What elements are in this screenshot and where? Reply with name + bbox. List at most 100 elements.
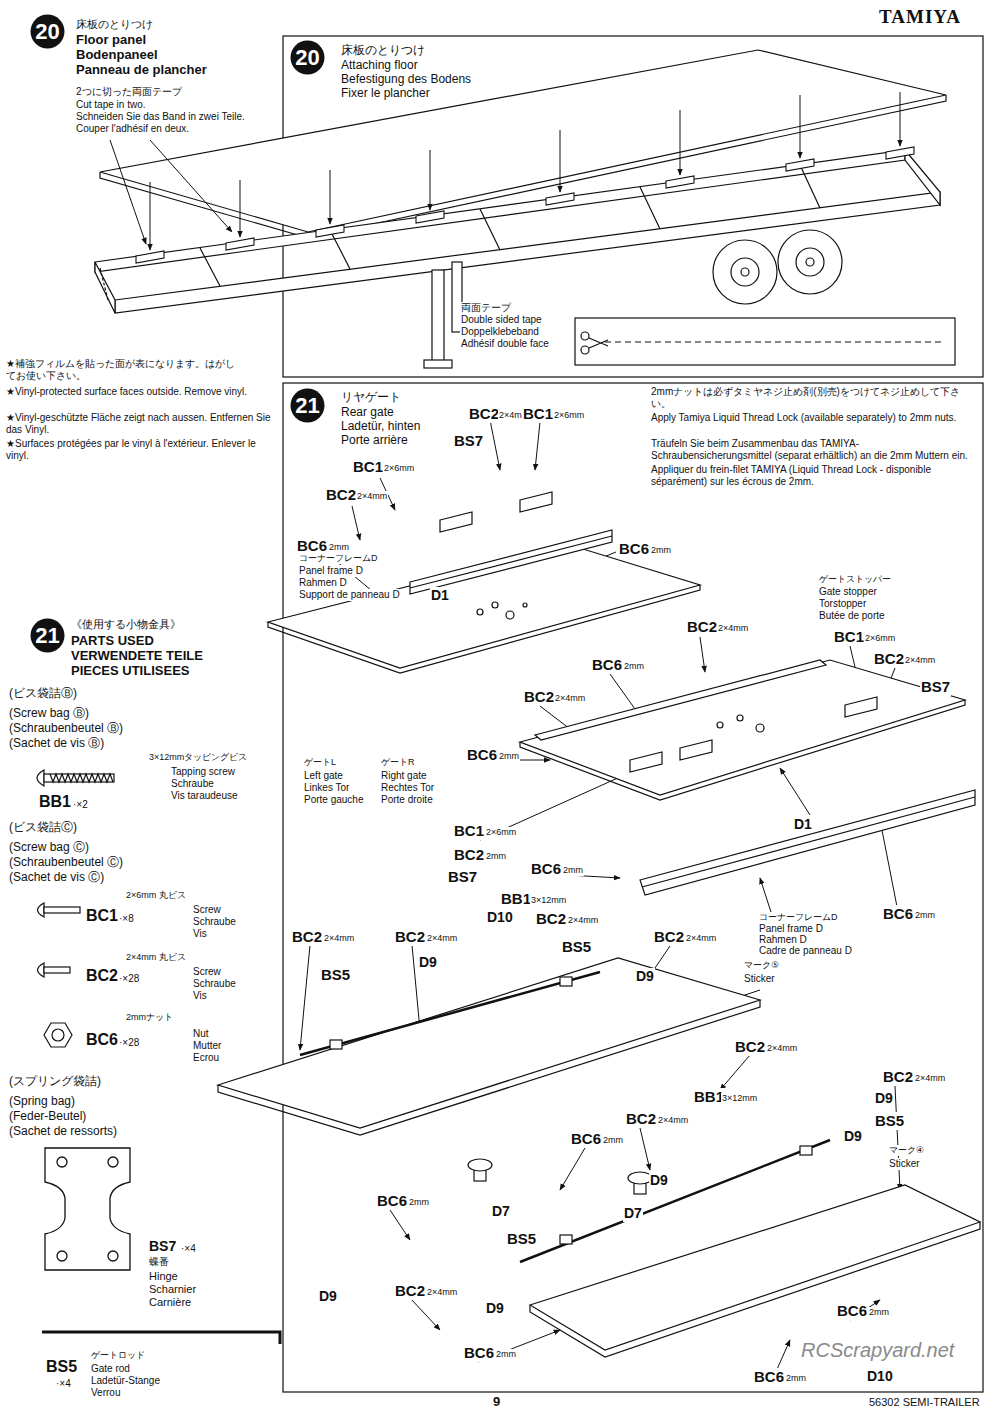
- annotation-text: Ladetür-Stange: [90, 1375, 161, 1387]
- hinge-part: [845, 697, 877, 717]
- part-code: BS7: [920, 678, 951, 696]
- part-code: D9: [418, 954, 438, 971]
- placement-arrow: [680, 110, 681, 175]
- gate-plate: [737, 715, 743, 721]
- part-code: BC2: [468, 405, 500, 423]
- annotation-text: ゲートロッド: [90, 1350, 146, 1361]
- annotation-text: 2mm: [868, 1307, 890, 1318]
- annotation-text: 2mm: [498, 751, 520, 762]
- annotation-text: コーナーフレームD: [298, 553, 379, 564]
- placement-arrow: [800, 95, 801, 158]
- part-code: BC2: [535, 910, 567, 928]
- hinge-icon: [108, 1251, 118, 1261]
- instruction-note: Apply Tamiya Liquid Thread Lock (availab…: [650, 412, 977, 424]
- trailer-chassis: [100, 268, 108, 300]
- annotation-text: 2mm: [495, 1349, 517, 1360]
- part-code: BC2: [85, 966, 119, 985]
- gate-rod-icon: [42, 1332, 280, 1344]
- annotation-text: Screw: [192, 904, 222, 916]
- tape-strip: [786, 159, 814, 171]
- annotation-text: Butée de porte: [818, 610, 886, 622]
- part-code: D1: [430, 587, 450, 604]
- tape-strip: [416, 211, 444, 223]
- part-code: BC1: [833, 628, 865, 646]
- trailer-chassis: [95, 150, 940, 313]
- instruction-note: Appliquer du frein-filet TAMIYA (Liquid …: [650, 464, 977, 488]
- annotation-text: Torstopper: [818, 598, 867, 610]
- annotation-text: 2mm: [408, 1197, 430, 1208]
- annotation-text: Porte arrière: [340, 433, 409, 447]
- tape-strip: [136, 147, 914, 263]
- tape-cut-box: [581, 332, 589, 340]
- annotation-text: Nut: [192, 1028, 210, 1040]
- part-code: D7: [491, 1203, 511, 1220]
- panel-frame-d: [640, 790, 975, 895]
- part-code: BS5: [506, 1230, 537, 1248]
- instruction-note: ★Surfaces protégées par le vinyl à l'ext…: [5, 438, 282, 462]
- gate-rod-icon: [42, 1332, 280, 1344]
- annotation-text: Verrou: [90, 1387, 121, 1399]
- tape-cut-box: [605, 341, 945, 342]
- trailer-chassis: [95, 262, 115, 313]
- placement-arrow: [150, 92, 900, 250]
- annotation-text: Doppelklebeband: [460, 326, 540, 338]
- part-code: BS5: [45, 1357, 78, 1376]
- gate-rod: [520, 1140, 830, 1262]
- placement-arrow: [560, 130, 561, 192]
- part-code: D9: [649, 1172, 669, 1189]
- kit-number: 56302 SEMI-TRAILER: [868, 1396, 981, 1409]
- annotation-text: 2mm: [623, 661, 645, 672]
- trailer-wheel: [731, 258, 759, 286]
- annotation-text: ゲートL: [303, 757, 337, 768]
- trailer-wheel: [741, 268, 749, 276]
- part-code: D7: [623, 1205, 643, 1222]
- annotation-text: Floor panel: [75, 32, 147, 48]
- trailer-wheel: [796, 248, 824, 276]
- leader-line: [700, 637, 705, 672]
- leader-line: [560, 1148, 585, 1190]
- annotation-text: 2×4mm: [554, 693, 586, 704]
- gate-plate: [218, 545, 980, 1357]
- leader-line: [535, 422, 540, 470]
- gate-plate: [523, 603, 527, 607]
- part-code: BC6: [85, 1030, 119, 1049]
- part-code: BS7: [453, 432, 484, 450]
- annotation-text: 3×12mmタッピングビス: [148, 752, 248, 763]
- hinge-part: [630, 752, 662, 772]
- leader-line: [410, 1298, 440, 1330]
- part-code: D9: [874, 1090, 894, 1107]
- leader-line: [352, 506, 360, 540]
- leader-line: [150, 140, 232, 232]
- annotation-text: (Screw bag Ⓑ): [8, 706, 90, 720]
- annotation-text: (Schraubenbeutel Ⓑ): [8, 721, 124, 735]
- annotation-text: 2×4mm: [685, 933, 717, 944]
- annotation-text: 2mm: [562, 865, 584, 876]
- part-code: D9: [318, 1288, 338, 1305]
- instruction-note: ★補強フィルムを貼った面が表になります。はがしてお使い下さい。: [5, 358, 242, 382]
- part-code: BC2: [686, 618, 718, 636]
- hinge-part: [680, 740, 712, 760]
- part-code: BC1: [453, 822, 485, 840]
- annotation-text: 2mm: [328, 542, 350, 553]
- brand-logo: TAMIYA: [878, 6, 962, 29]
- trailer-wheel: [778, 230, 842, 294]
- gate-plate: [506, 611, 514, 619]
- annotation-text: 2mm: [785, 1373, 807, 1384]
- step-circle: [31, 15, 65, 49]
- trailer-wheel: [806, 258, 814, 266]
- hinge-icon: [57, 1157, 67, 1167]
- screw-bc1-icon: [44, 907, 80, 913]
- part-code: D10: [486, 909, 514, 926]
- gate-plate: [756, 724, 764, 732]
- hinge-part: [440, 512, 472, 532]
- annotation-text: Gate stopper: [818, 586, 878, 598]
- leader-line: [390, 1210, 410, 1240]
- part-code: D9: [843, 1128, 863, 1145]
- page-number: 9: [492, 1394, 501, 1410]
- annotation-text: Rechtes Tor: [380, 782, 435, 794]
- screw-bc2-icon: [38, 963, 45, 977]
- annotation-text: 2×6mm: [864, 633, 896, 644]
- annotation-text: Gate rod: [90, 1363, 131, 1375]
- gate-knob: [468, 1159, 652, 1194]
